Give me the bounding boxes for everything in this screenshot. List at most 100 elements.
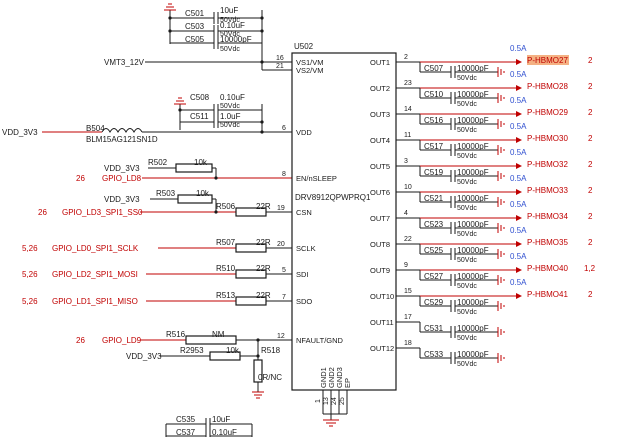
pin-name-out10: OUT10 [370,292,394,301]
pin-name-gnd2: GND2 [327,367,336,388]
net-highlight-out1 [527,55,569,65]
pin-num-5: 5 [282,267,286,274]
cap-voltage-out4: 50Vdc [457,153,477,160]
cap-voltage-out1: 50Vdc [457,75,477,82]
cap-voltage-out3: 50Vdc [457,127,477,134]
pin-name-sdi: SDI [296,270,309,279]
sheet-ref-out5: 2 [588,160,593,169]
cap-value-out8: 10000pF [457,246,489,255]
net-label-out8: P-HBMO35 [527,238,568,247]
cap-ref-out3: C516 [424,116,444,125]
net-gpio-ld2-spi1-mosi: GPIO_LD2_SPI1_MOSI [52,270,138,279]
pin-num-20: 20 [277,241,285,248]
net-arrow-out5 [516,163,522,169]
pin-num-7: 7 [282,294,286,301]
net-arrow-out3 [516,111,522,117]
cap-c503-voltage: 50Vdc [220,31,240,38]
pin-num-out7: 4 [404,210,408,217]
net-gpio-ld8: GPIO_LD8 [102,174,142,183]
cap-c503-value: 0.10uF [220,21,245,30]
net-label-out1: P-HBMO27 [527,56,568,65]
current-rating-out3: 0.5A [510,96,527,105]
cap-voltage-out11: 50Vdc [457,335,477,342]
cap-value-out10: 10000pF [457,298,489,307]
sheet-ref-gpio-ld2: 5,26 [22,270,38,279]
resistor-r516 [185,335,237,345]
sheet-ref-out4: 2 [588,134,593,143]
cap-c511-ref: C511 [190,112,209,121]
cap-ref-out8: C525 [424,246,444,255]
cap-voltage-out5: 50Vdc [457,179,477,186]
r506-value: 22R [256,202,271,211]
pin-name-gnd1: GND1 [319,367,328,388]
net-label-out7: P-HBMO34 [527,212,568,221]
net-arrow-out2 [516,85,522,91]
current-rating-out9: 0.5A [510,252,527,261]
r513-ref: R513 [216,291,236,300]
net-label-out9: P-HBMO40 [527,264,568,273]
cap-c508-voltage: 50Vdc [220,103,240,110]
cap-c501-value: 10uF [220,6,238,15]
r2953-ref: R2953 [180,346,204,355]
ic-part-number: DRV8912QPWPRQ1 [295,193,371,202]
pin-name-out4: OUT4 [370,136,390,145]
sheet-ref-out6: 2 [588,186,593,195]
cap-value-out6: 10000pF [457,194,489,203]
pin-name-out1: OUT1 [370,58,390,67]
pin-name-sclk: SCLK [296,244,316,253]
r503-ref: R503 [156,189,176,198]
vmt-supply: VMT3_12V [104,58,292,71]
net-label-out4: P-HBMO30 [527,134,568,143]
cap-ref-out7: C523 [424,220,444,229]
r2953-value: 10k [226,346,240,355]
pin-name-out9: OUT9 [370,266,390,275]
cap-value-out5: 10000pF [457,168,489,177]
sheet-ref-out7: 2 [588,212,593,221]
sheet-ref-out3: 2 [588,108,593,117]
cap-c535-ref: C535 [176,415,196,424]
pin-num-13: 13 [323,397,330,405]
top-decoupling-caps: C501 10uF 50Vdc C503 0.10uF 50Vdc C505 1… [164,3,264,70]
cap-ref-out10: C529 [424,298,444,307]
cap-c537-value: 0.10uF [212,428,237,437]
net-label-out10: P-HBMO41 [527,290,568,299]
pin-name-sdo: SDO [296,297,312,306]
r507-value: 22R [256,238,271,247]
vdd-decoupling: C508 0.10uF 50Vdc C511 1.0uF 50Vdc VDD_3… [2,93,292,144]
pin-name-vdd: VDD [296,128,312,137]
pin-name-en: EN/nSLEEP [296,174,337,183]
net-vdd-3v3-r2953: VDD_3V3 [126,352,162,361]
sheet-ref-out10: 2 [588,290,593,299]
net-label-out5: P-HBMO32 [527,160,568,169]
cap-value-out3: 10000pF [457,116,489,125]
r503-value: 10k [196,189,210,198]
cap-c511-value: 1.0uF [220,112,241,121]
pin-name-out2: OUT2 [370,84,390,93]
cap-ref-out9: C527 [424,272,444,281]
pin-name-out3: OUT3 [370,110,390,119]
net-vdd-3v3-in: VDD_3V3 [2,128,38,137]
sheet-ref-gpio-ld0: 5,26 [22,244,38,253]
cap-c505-ref: C505 [185,35,205,44]
current-rating-out4: 0.5A [510,122,527,131]
sheet-ref-gpio-ld8: 26 [76,174,85,183]
pin-num-out5: 3 [404,158,408,165]
cap-c508-ref: C508 [190,93,210,102]
net-arrow-out8 [516,241,522,247]
pin-name-out11: OUT11 [370,318,394,327]
ferrite-ref: B504 [86,124,105,133]
r502-ref: R502 [148,158,168,167]
pin-num-out9: 9 [404,262,408,269]
net-gpio-ld9: GPIO_LD9 [102,336,142,345]
cap-ref-out5: C519 [424,168,444,177]
ic-refdes: U502 [294,42,314,51]
sheet-ref-out8: 2 [588,238,593,247]
cap-voltage-out12: 50Vdc [457,361,477,368]
pin-num-19: 19 [277,205,285,212]
r516-value: NM [212,330,225,339]
